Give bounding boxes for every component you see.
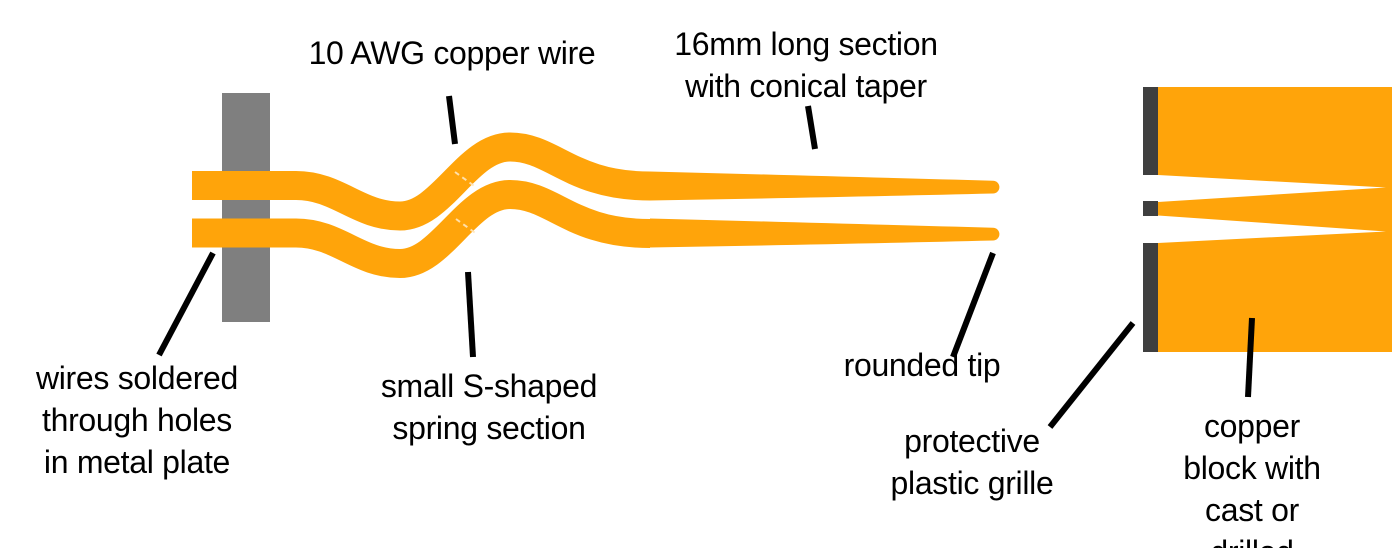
label-copper-block: copper block with cast or drilled holes … — [1183, 408, 1321, 548]
leader-copper-block — [1245, 317, 1255, 398]
wire-top-taper — [650, 171, 1000, 201]
label-soldered: wires soldered through holes in metal pl… — [35, 360, 239, 480]
wire-bottom-taper — [650, 218, 1000, 248]
grille-segment-bottom — [1143, 243, 1158, 352]
plastic-grille — [1143, 87, 1158, 352]
wire-bottom-seam-mark — [455, 218, 477, 235]
leader-copper-wire — [446, 95, 458, 145]
leader-spring — [465, 271, 476, 358]
label-taper-section: 16mm long section with conical taper — [674, 26, 938, 104]
label-spring: small S-shaped spring section — [380, 368, 598, 446]
label-rounded-tip: rounded tip — [843, 347, 1001, 383]
leader-taper-section — [805, 105, 818, 150]
wire-top-seam-mark — [454, 171, 476, 188]
leader-soldered — [156, 251, 216, 357]
block-hole-bottom — [1158, 215, 1386, 243]
leader-grille — [1047, 321, 1136, 429]
leader-rounded-tip — [950, 251, 996, 359]
label-grille: protective plastic grille — [890, 423, 1054, 501]
label-copper-wire: 10 AWG copper wire — [308, 35, 596, 71]
grille-segment-top — [1143, 87, 1158, 175]
grille-segment-middle — [1143, 201, 1158, 216]
metal-plate — [222, 93, 270, 322]
wire-bottom-spring — [192, 179, 651, 279]
wire-top-spring — [192, 132, 651, 231]
leader-lines — [156, 95, 1255, 429]
block-hole-top — [1158, 175, 1386, 202]
